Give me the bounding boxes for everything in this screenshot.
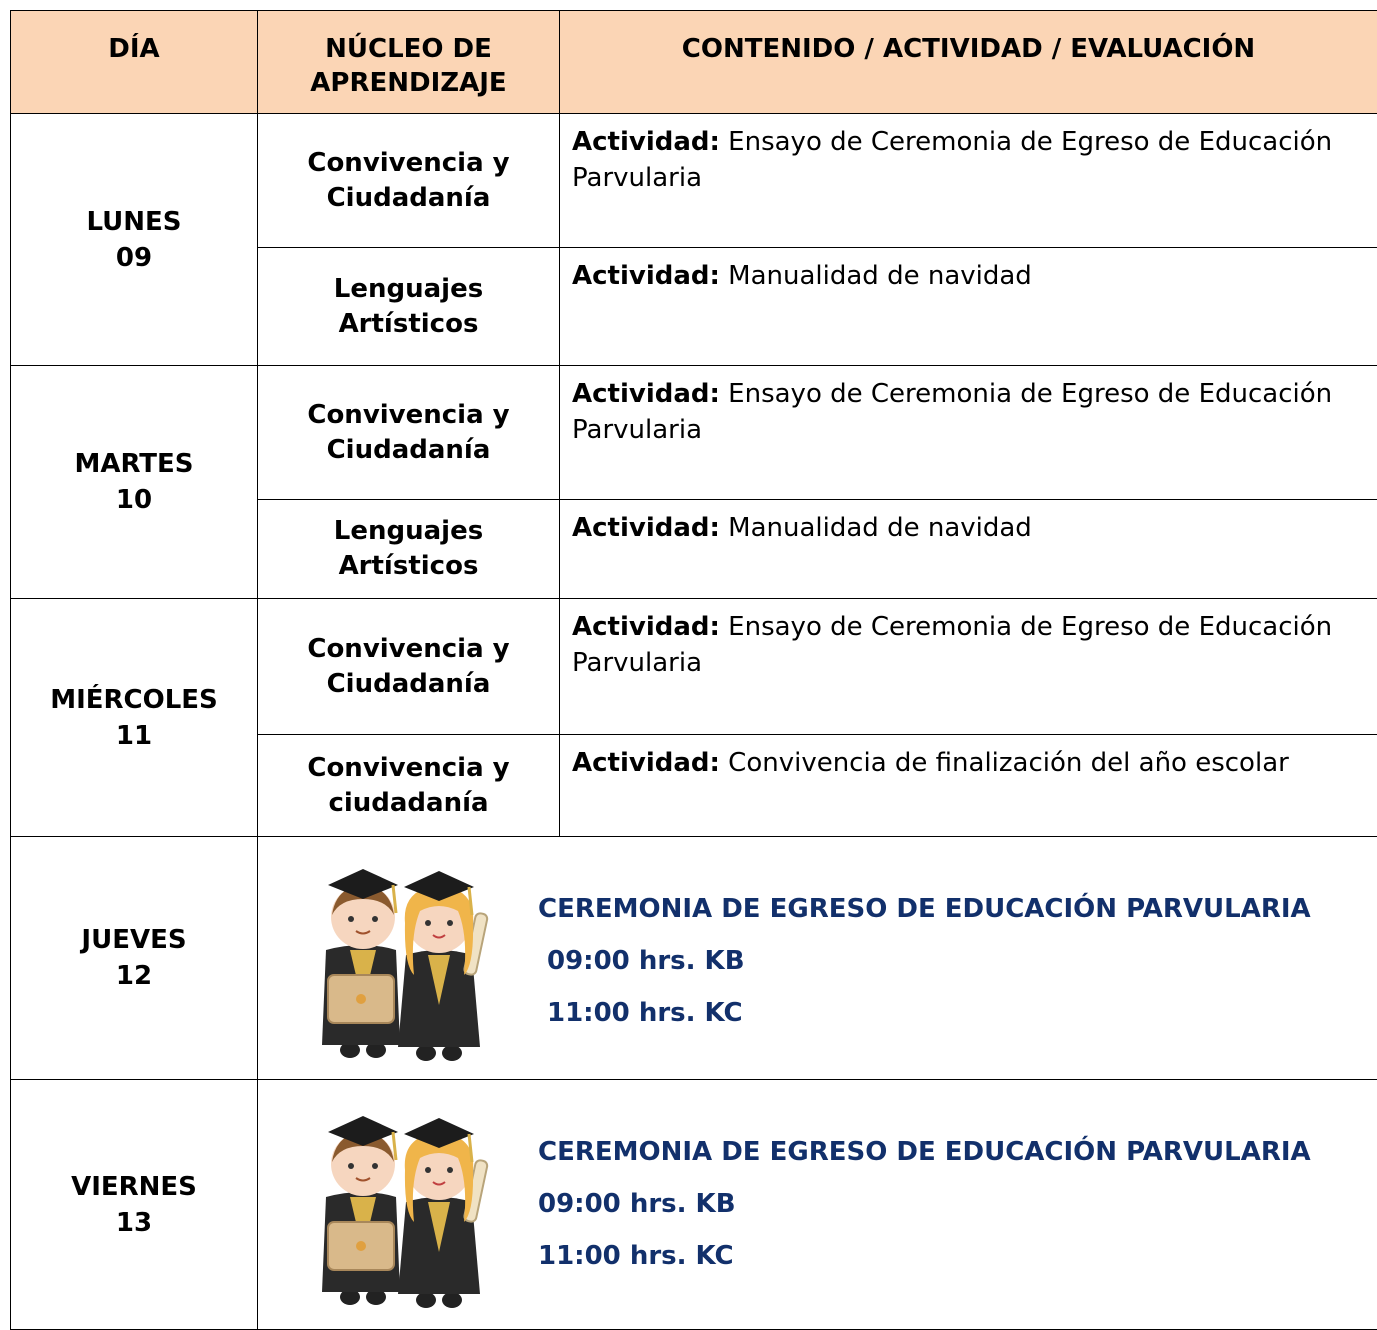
ceremony-title: CEREMONIA DE EGRESO DE EDUCACIÓN PARVULA… — [538, 1126, 1311, 1178]
table-row: VIERNES 13 — [11, 1080, 1377, 1330]
ceremony-cell: CEREMONIA DE EGRESO DE EDUCACIÓN PARVULA… — [258, 1080, 1377, 1330]
header-contenido: CONTENIDO / ACTIVIDAD / EVALUACIÓN — [560, 11, 1377, 114]
activity-label: Actividad: — [572, 513, 720, 543]
ceremony-info: CEREMONIA DE EGRESO DE EDUCACIÓN PARVULA… — [538, 1126, 1311, 1282]
graduate-children-icon — [288, 855, 498, 1065]
day-cell: JUEVES 12 — [11, 837, 258, 1080]
day-cell: MARTES 10 — [11, 366, 258, 599]
day-number: 12 — [11, 958, 257, 994]
activity-cell: Actividad: Ensayo de Ceremonia de Egreso… — [560, 114, 1377, 248]
activity-label: Actividad: — [572, 261, 720, 291]
header-nucleo: NÚCLEO DE APRENDIZAJE — [258, 11, 560, 114]
day-cell: MIÉRCOLES 11 — [11, 599, 258, 837]
day-name: MARTES — [11, 446, 257, 482]
day-name: VIERNES — [11, 1169, 257, 1205]
activity-cell: Actividad: Convivencia de finalización d… — [560, 735, 1377, 837]
ceremony-cell: CEREMONIA DE EGRESO DE EDUCACIÓN PARVULA… — [258, 837, 1377, 1080]
activity-label: Actividad: — [572, 612, 720, 642]
ceremony-time: 11:00 hrs. KC — [538, 987, 1311, 1039]
activity-cell: Actividad: Manualidad de navidad — [560, 248, 1377, 366]
ceremony-time: 09:00 hrs. KB — [538, 1178, 1311, 1230]
header-day: DÍA — [11, 11, 258, 114]
ceremony-info: CEREMONIA DE EGRESO DE EDUCACIÓN PARVULA… — [538, 883, 1311, 1039]
activity-text: Convivencia de finalización del año esco… — [728, 748, 1289, 778]
ceremony-time: 09:00 hrs. KB — [538, 935, 1311, 987]
day-name: MIÉRCOLES — [11, 682, 257, 718]
activity-label: Actividad: — [572, 748, 720, 778]
graduate-children-icon — [288, 1102, 498, 1312]
activity-cell: Actividad: Manualidad de navidad — [560, 500, 1377, 599]
activity-text: Manualidad de navidad — [728, 261, 1032, 291]
schedule-table: DÍA NÚCLEO DE APRENDIZAJE CONTENIDO / AC… — [10, 10, 1377, 1330]
day-cell: VIERNES 13 — [11, 1080, 258, 1330]
activity-label: Actividad: — [572, 379, 720, 409]
ceremony-title: CEREMONIA DE EGRESO DE EDUCACIÓN PARVULA… — [538, 883, 1311, 935]
day-number: 11 — [11, 718, 257, 754]
day-number: 13 — [11, 1205, 257, 1241]
day-name: JUEVES — [11, 922, 257, 958]
header-row: DÍA NÚCLEO DE APRENDIZAJE CONTENIDO / AC… — [11, 11, 1377, 114]
activity-cell: Actividad: Ensayo de Ceremonia de Egreso… — [560, 366, 1377, 500]
ceremony-time: 11:00 hrs. KC — [538, 1230, 1311, 1282]
table-row: JUEVES 12 — [11, 837, 1377, 1080]
activity-text: Manualidad de navidad — [728, 513, 1032, 543]
day-cell: LUNES 09 — [11, 114, 258, 366]
day-number: 10 — [11, 482, 257, 518]
activity-label: Actividad: — [572, 127, 720, 157]
activity-cell: Actividad: Ensayo de Ceremonia de Egreso… — [560, 599, 1377, 735]
day-number: 09 — [11, 240, 257, 276]
day-name: LUNES — [11, 204, 257, 240]
